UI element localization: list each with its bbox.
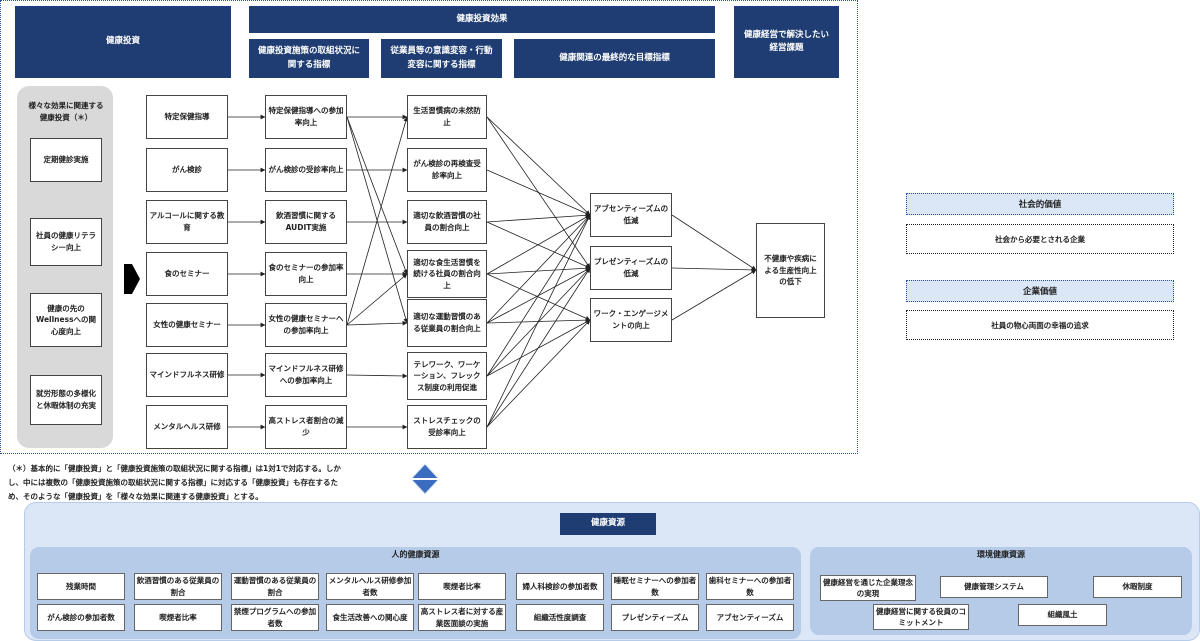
investment-box: 特定保健指導 <box>146 95 228 139</box>
indicator-box: 飲酒習慣に関するAUDIT実施 <box>265 200 347 244</box>
investment-box: アルコールに関する教育 <box>146 200 228 244</box>
various-item-4: 就労形態の多様化と休暇体制の充実 <box>30 375 102 425</box>
human-resource-item: メンタルヘルス研修参加者数 <box>326 573 414 600</box>
indicator-box: 特定保健指導への参加率向上 <box>265 95 347 139</box>
connector-outcome-final <box>671 214 757 271</box>
connector-outcome-final <box>671 269 757 321</box>
connector-behavior-outcome <box>486 214 591 377</box>
header-effects-sub-3: 健康関連の最終的な目標指標 <box>514 39 715 78</box>
connector-indicator-behavior <box>346 320 408 326</box>
human-resource-item: 睡眠セミナーへの参加者数 <box>611 573 699 600</box>
env-resource-item: 組織風土 <box>1018 604 1107 626</box>
various-investment-title: 様々な効果に関連する健康投資（＊） <box>28 101 104 122</box>
footnote-line-2: し、中には複数の「健康投資施策の取組状況に関する指標」に対応する「健康投資」も存… <box>8 478 338 487</box>
connector-indicator-behavior <box>346 273 408 326</box>
connector-indicator-behavior <box>346 116 408 275</box>
env-resource-item: 健康管理システム <box>940 576 1048 598</box>
investment-box: 女性の健康セミナー <box>146 303 228 347</box>
connector-behavior-outcome <box>486 273 591 321</box>
bidirectional-arrow-icon <box>410 463 440 495</box>
investment-box: メンタルヘルス研修 <box>146 405 228 449</box>
social-value-text: 社会から必要とされる企業 <box>906 224 1174 254</box>
corporate-value-title: 企業価値 <box>906 280 1174 302</box>
various-item-2: 社員の健康リテラシー向上 <box>30 218 102 266</box>
indicator-box: がん検診の受診率向上 <box>265 148 347 192</box>
various-item-3: 健康の先のWellnessへの関心度向上 <box>30 293 102 347</box>
connector-behavior-outcome <box>486 169 591 216</box>
various-item-1: 定期健診実施 <box>30 138 102 182</box>
connector-behavior-outcome <box>486 221 591 269</box>
human-resource-item: 歯科セミナーへの参加者数 <box>706 573 794 600</box>
env-resource-item: 健康経営を通じた企業理念の実現 <box>820 575 916 601</box>
connector-behavior-outcome <box>486 214 591 275</box>
behavior-box: 生活習慣病の未然防止 <box>407 95 487 139</box>
big-right-arrow <box>124 264 140 294</box>
final-goal-box: 不健康や疾病による生産性向上の低下 <box>756 223 825 318</box>
footnote-line-3: め、そのような「健康投資」を「様々な効果に関連する健康投資」とする。 <box>8 492 263 501</box>
human-resource-item: 高ストレス者に対する産業医面談の実施 <box>418 604 506 631</box>
behavior-box: 適切な運動習慣のある従業員の割合向上 <box>407 299 487 347</box>
investment-box: がん検診 <box>146 148 228 192</box>
human-resource-item: 運動習慣のある従業員の割合 <box>231 573 319 600</box>
indicator-box: 高ストレス者割合の減少 <box>265 405 347 449</box>
human-resource-item: がん検診の参加者数 <box>37 604 125 631</box>
human-resource-item: 喫煙者比率 <box>418 573 506 600</box>
header-investment: 健康投資 <box>15 6 231 78</box>
connector-indicator-behavior <box>346 116 409 326</box>
outcome-box: プレゼンティーズムの低減 <box>590 246 672 290</box>
human-resources-title: 人的健康資源 <box>391 550 440 559</box>
connector-behavior-outcome <box>486 116 591 216</box>
human-resource-item: プレゼンティーズム <box>611 604 699 631</box>
connector-behavior-outcome <box>486 212 591 223</box>
health-investment-frame <box>0 0 858 454</box>
connector-behavior-outcome <box>486 267 591 428</box>
behavior-box: ストレスチェックの受診率向上 <box>407 405 487 449</box>
connector-behavior-outcome <box>486 267 591 377</box>
behavior-box: 適切な飲酒習慣の社員の割合向上 <box>407 200 487 244</box>
human-resource-item: 残業時間 <box>37 573 125 600</box>
investment-box: マインドフルネス研修 <box>146 353 228 397</box>
human-resource-item: 飲酒習慣のある従業員の割合 <box>134 573 222 600</box>
health-resources-title: 健康資源 <box>560 513 656 535</box>
connector-indicator-behavior <box>346 373 408 379</box>
indicator-box: 女性の健康セミナーへの参加率向上 <box>265 303 347 347</box>
connector-behavior-outcome <box>486 214 591 428</box>
connector-behavior-outcome <box>486 265 591 275</box>
header-effects: 健康投資効果 <box>249 6 715 33</box>
outcome-box: ワーク・エンゲージメントの向上 <box>590 298 672 342</box>
env-resource-item: 健康経営に関する役員のコミットメント <box>873 604 969 630</box>
human-resource-item: 食生活改善への関心度 <box>326 604 414 631</box>
human-resource-item: アブセンティーズム <box>706 604 794 631</box>
indicator-box: 食のセミナーの参加率向上 <box>265 252 347 296</box>
corporate-value-text: 社員の物心両面の幸福の追求 <box>906 310 1174 340</box>
investment-box: 食のセミナー <box>146 252 228 296</box>
human-resource-item: 婦人科検診の参加者数 <box>516 573 604 600</box>
behavior-box: テレワーク、ワーケーション、フレックス制度の利用促進 <box>407 352 487 400</box>
connector-behavior-outcome <box>486 319 591 428</box>
connector-behavior-outcome <box>486 214 591 324</box>
social-value-title: 社会的価値 <box>906 193 1174 215</box>
connector-outcome-final <box>671 267 757 273</box>
human-resource-item: 喫煙者比率 <box>134 604 222 631</box>
human-resource-item: 組織活性度調査 <box>516 604 604 631</box>
connector-lines <box>124 114 757 430</box>
environment-resources-title: 環境健康資源 <box>977 550 1025 559</box>
env-resource-item: 休暇制度 <box>1093 576 1182 598</box>
human-resource-item: 禁煙プログラムへの参加者数 <box>231 604 319 631</box>
header-management: 健康経営で解決したい経営課題 <box>734 6 839 78</box>
header-effects-sub-1: 健康投資施策の取組状況に関する指標 <box>249 39 369 78</box>
behavior-box: 適切な食生活習慣を続ける社員の割合向上 <box>407 250 487 298</box>
outcome-box: アブセンティーズムの低減 <box>590 193 672 237</box>
indicator-box: マインドフルネス研修への参加率向上 <box>265 353 347 397</box>
header-effects-sub-2: 従業員等の意識変容・行動変容に関する指標 <box>381 39 502 78</box>
behavior-box: がん検診の再検査受診率向上 <box>407 148 487 192</box>
footnote-line-1: （＊）基本的に「健康投資」と「健康投資施策の取組状況に関する指標」は1対1で対応… <box>8 464 341 473</box>
